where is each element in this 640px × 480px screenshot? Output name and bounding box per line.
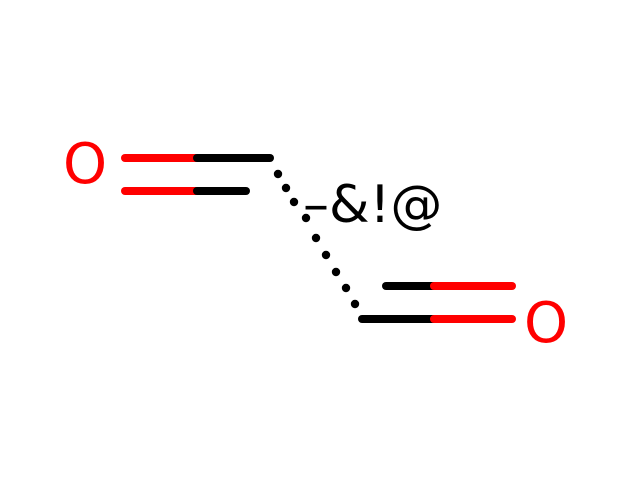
query-bond-dotted	[273, 169, 360, 309]
atom-oxygen-right: O	[524, 291, 568, 356]
atom-oxygen-left: O	[63, 132, 107, 197]
query-bond-label: –&!@	[303, 175, 442, 235]
